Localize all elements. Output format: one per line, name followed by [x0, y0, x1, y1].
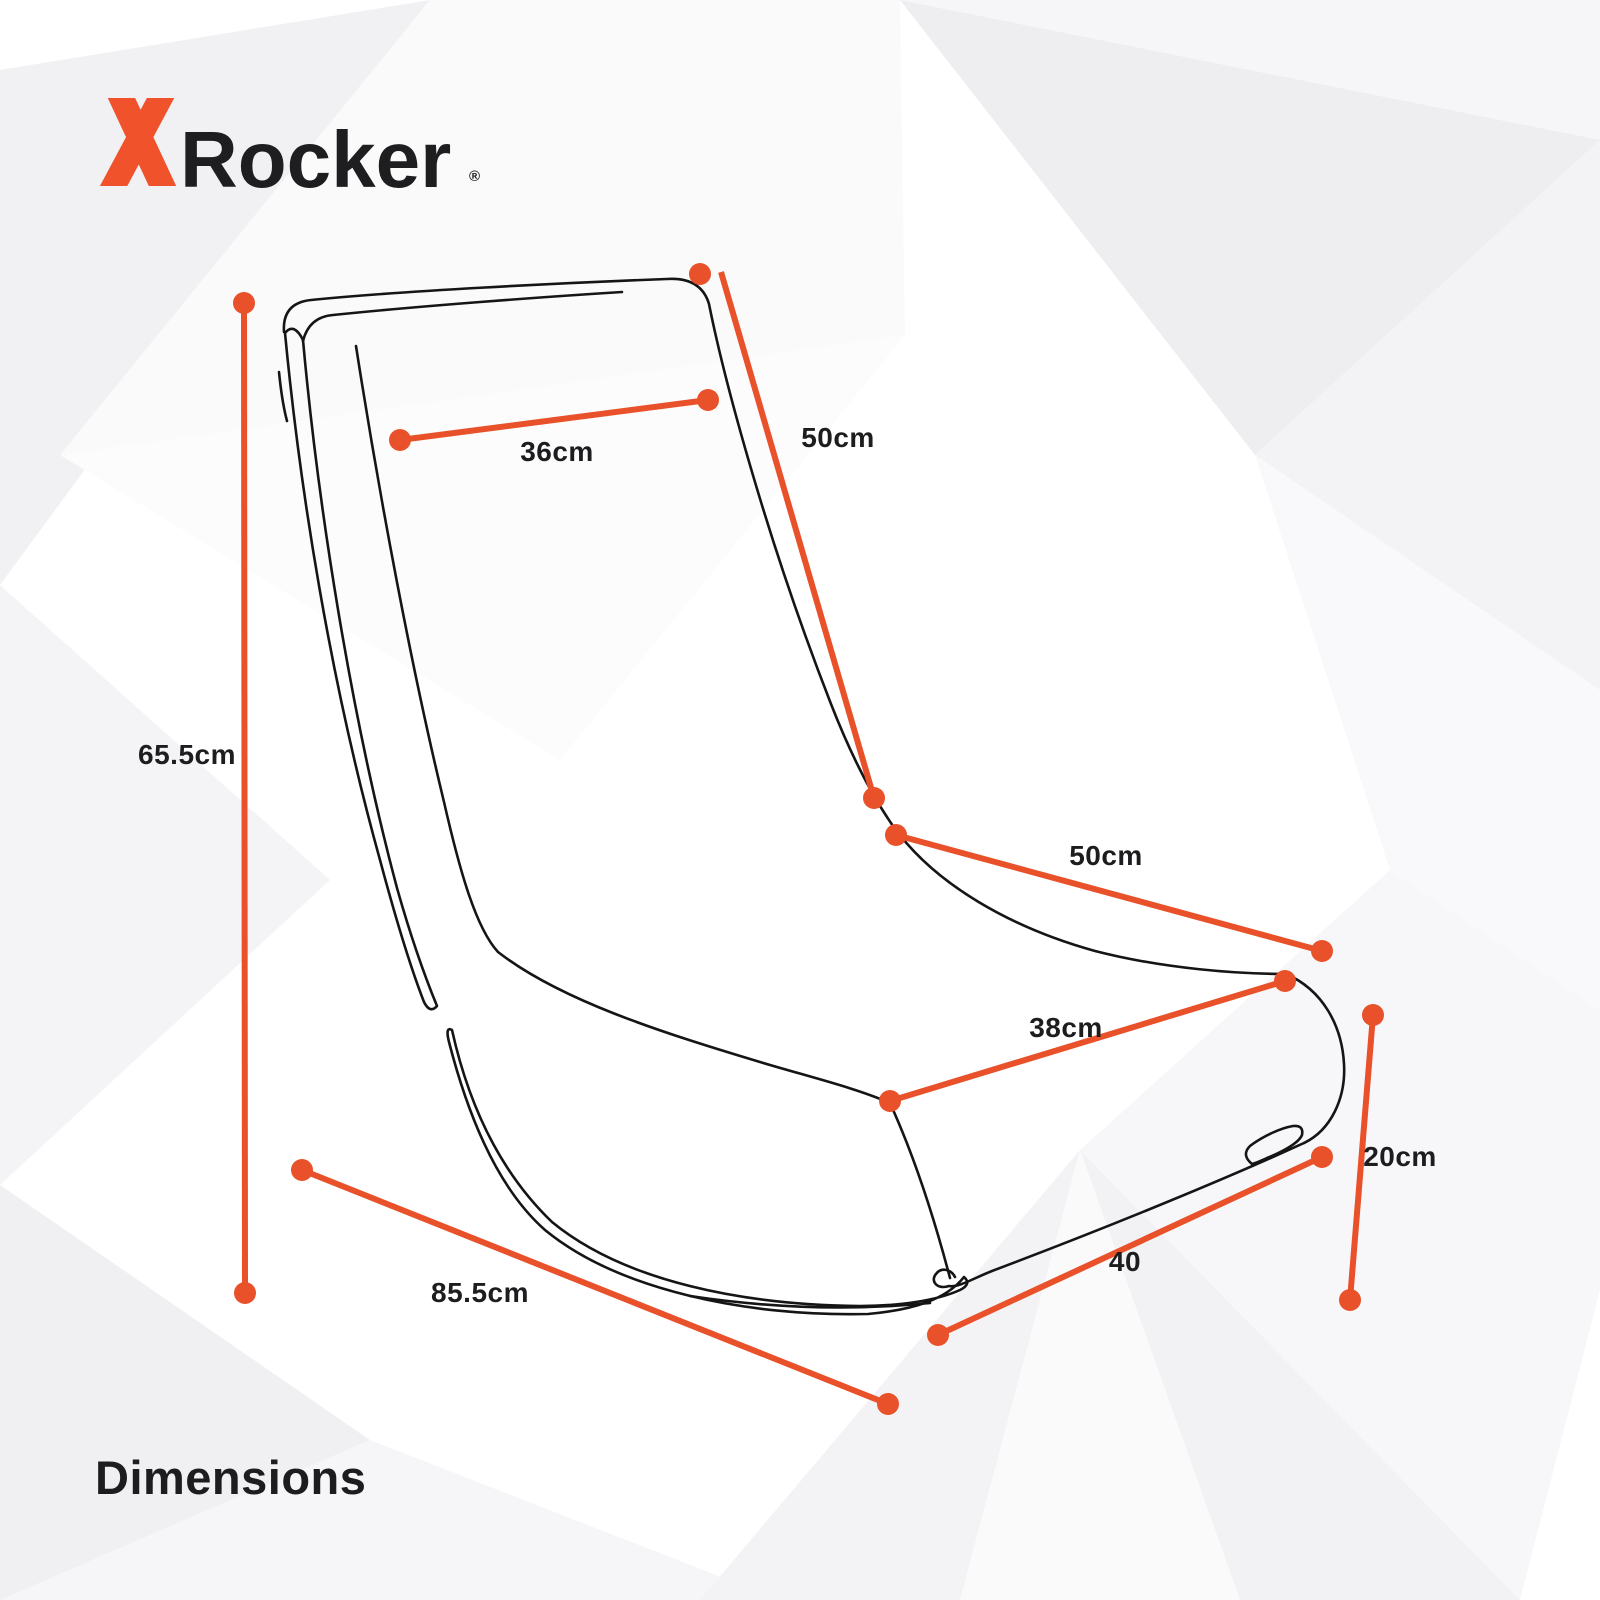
chair-seat-underside-edge	[932, 1141, 1306, 1289]
dimension-label-seat-width: 38cm	[1029, 1012, 1103, 1043]
dimension-endpoint-dot	[927, 1324, 949, 1346]
chair-side-tab-line	[277, 370, 289, 423]
dimension-endpoint-dot	[879, 1090, 901, 1112]
dimension-endpoint-dot	[1339, 1289, 1361, 1311]
chair-back-and-seat-outline	[282, 277, 1346, 1145]
dimension-label-base-depth: 40	[1108, 1246, 1142, 1277]
dimension-label-seat-depth: 50cm	[1069, 840, 1143, 871]
dimension-line-backrest-height	[689, 263, 885, 809]
dimension-endpoint-dot	[234, 1282, 256, 1304]
dimension-line	[241, 302, 248, 1294]
dimension-line-base-depth	[927, 1146, 1333, 1346]
brand-logo: Rocker ®	[0, 0, 560, 220]
chair-rocker-runner	[446, 1027, 969, 1316]
dimension-line-seat-height	[1339, 1004, 1384, 1311]
chair-headrest-inner-line	[301, 290, 624, 343]
dimension-line-overall-depth	[291, 1159, 899, 1415]
chair-base-handle	[1244, 1124, 1304, 1166]
dimension-endpoint-dot	[233, 292, 255, 314]
dimension-line	[1347, 1014, 1376, 1301]
dimension-lines	[233, 263, 1384, 1415]
dimension-label-overall-depth: 85.5cm	[431, 1277, 529, 1308]
dimension-label-headrest-width: 36cm	[520, 436, 594, 467]
dimension-label-overall-height: 65.5cm	[138, 739, 236, 770]
dimension-endpoint-dot	[1311, 940, 1333, 962]
dimension-line	[718, 271, 877, 799]
page-title: Dimensions	[95, 1451, 367, 1504]
dimension-endpoint-dot	[389, 429, 411, 451]
dimension-endpoint-dot	[1311, 1146, 1333, 1168]
dimension-line-seat-width	[879, 970, 1296, 1112]
dimension-endpoint-dot	[863, 787, 885, 809]
dimension-line	[300, 1167, 890, 1407]
x-logo-icon	[99, 98, 177, 186]
dimension-line-seat-depth	[885, 824, 1333, 962]
chair-back-side-edge	[283, 327, 439, 1011]
dimension-line-overall-height	[233, 292, 256, 1304]
dimension-endpoint-dot	[697, 389, 719, 411]
dimension-endpoint-dot	[877, 1393, 899, 1415]
chair-rocker-runner-inner-line	[688, 1294, 932, 1309]
chair-line-art	[277, 277, 1346, 1316]
dimension-line	[936, 1154, 1324, 1338]
dimension-endpoint-dot	[1362, 1004, 1384, 1026]
dimension-line	[399, 397, 709, 443]
dimension-line-headrest-width	[389, 389, 719, 451]
brand-wordmark: Rocker	[180, 115, 452, 204]
dimension-endpoint-dot	[885, 824, 907, 846]
dimension-endpoint-dot	[689, 263, 711, 285]
dimension-line	[895, 832, 1323, 954]
dimension-endpoint-dot	[1274, 970, 1296, 992]
dimension-label-seat-height: 20cm	[1363, 1141, 1437, 1172]
registered-trademark-mark: ®	[469, 168, 481, 185]
dimension-label-backrest-height: 50cm	[801, 422, 875, 453]
dimension-line	[889, 978, 1286, 1104]
dimension-endpoint-dot	[291, 1159, 313, 1181]
